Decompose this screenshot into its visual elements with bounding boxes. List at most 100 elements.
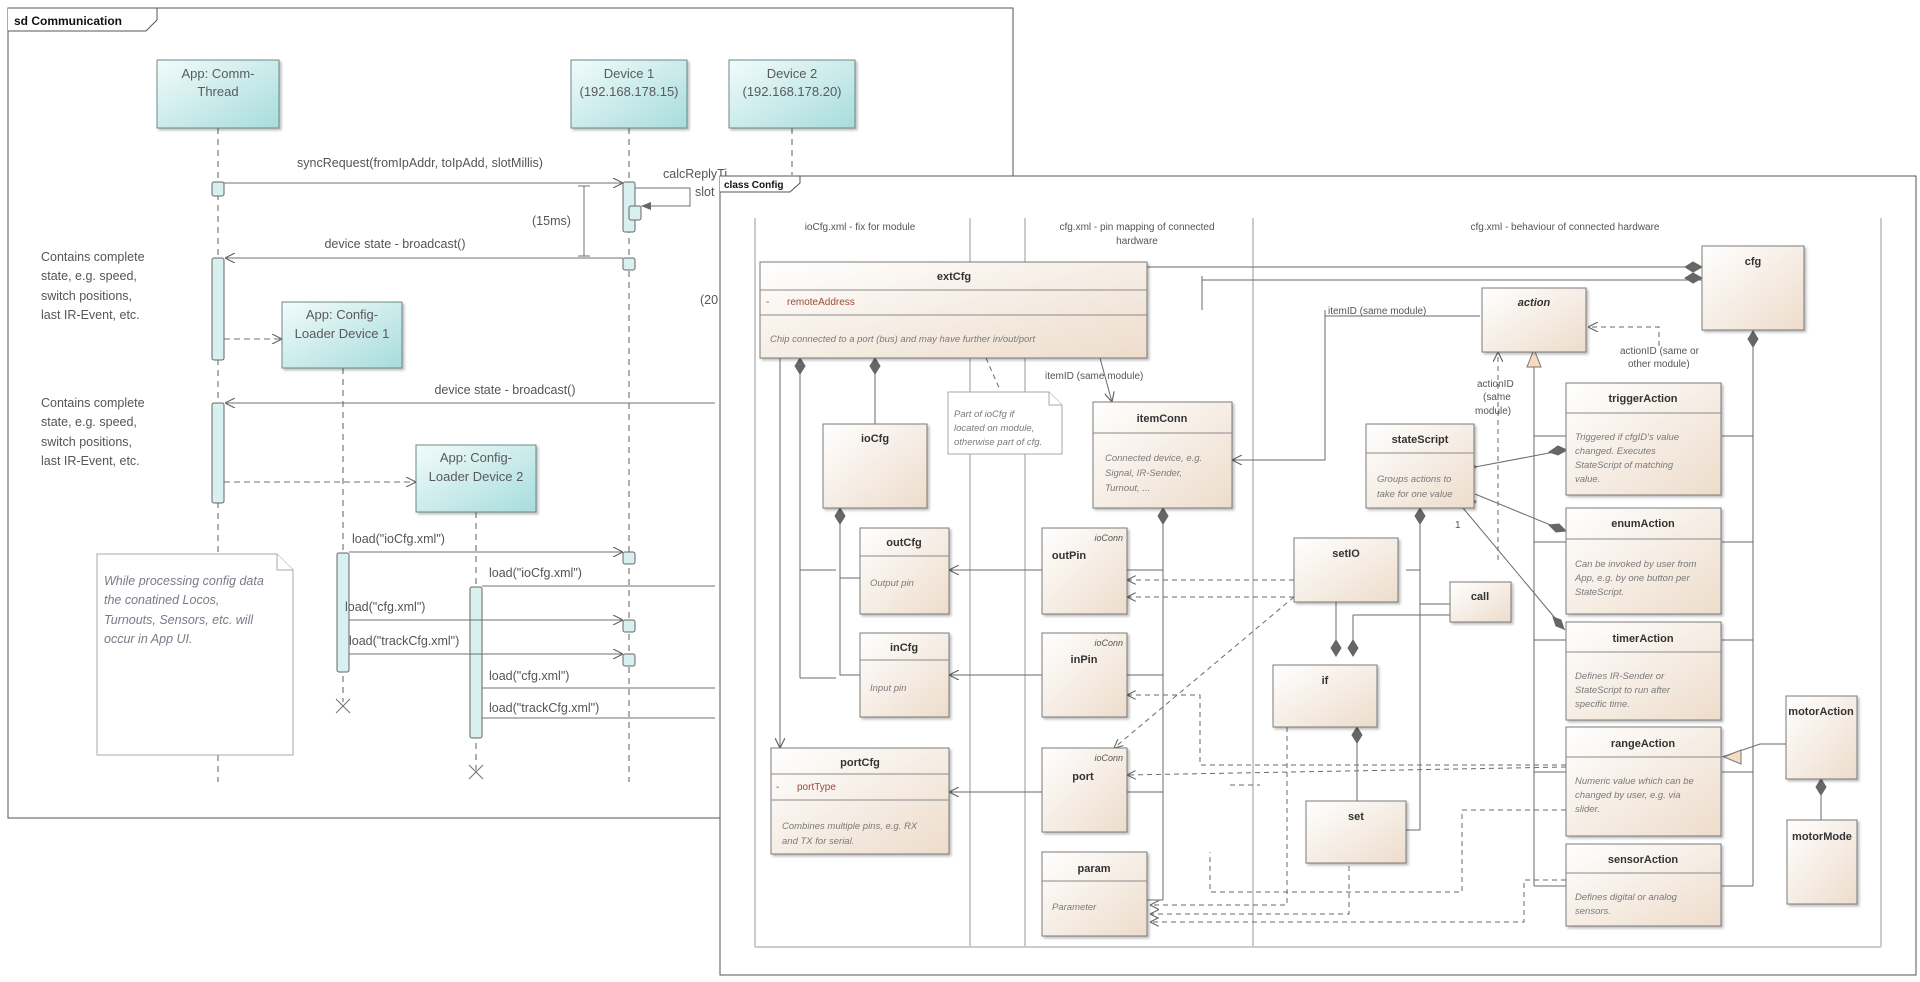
comment-line: state, e.g. speed, bbox=[41, 269, 137, 283]
class-name: call bbox=[1471, 591, 1489, 603]
association-label: itemID (same module) bbox=[1045, 371, 1143, 382]
participant-app-comm-thread: App: Comm- Thread bbox=[156, 59, 280, 129]
composition-diamond bbox=[1414, 507, 1426, 525]
class-stereotype: ioConn bbox=[1094, 533, 1123, 543]
class-name: inCfg bbox=[890, 642, 918, 654]
generalization-triangle bbox=[1526, 347, 1542, 368]
comment-line: Contains complete bbox=[41, 250, 145, 264]
dependency-arrow bbox=[1127, 766, 1567, 775]
sequence-frame-title: sd Communication bbox=[14, 14, 122, 28]
swimlane-title: ioCfg.xml - fix for module bbox=[805, 222, 916, 233]
composition-diamond bbox=[1552, 616, 1565, 630]
dependency-arrow bbox=[1150, 879, 1566, 922]
participant-label: Device 1 bbox=[604, 66, 655, 81]
message-label: slot bbox=[695, 185, 715, 199]
class-portCfg: portCfg - portType Combines multiple pin… bbox=[770, 747, 950, 855]
class-note: Numeric value which can be bbox=[1575, 776, 1694, 787]
message-label: device state - broadcast() bbox=[324, 237, 465, 251]
processing-note: While processing config data the conatin… bbox=[96, 553, 294, 756]
activation bbox=[211, 257, 225, 361]
class-set: set bbox=[1305, 800, 1407, 864]
multiplicity-label: 1 bbox=[1455, 520, 1461, 531]
class-note: Turnout, ... bbox=[1105, 483, 1150, 494]
participant-label: App: Config- bbox=[306, 307, 378, 322]
class-inCfg: inCfg Input pin bbox=[859, 632, 950, 718]
message-label: device state - broadcast() bbox=[434, 383, 575, 397]
class-note: Can be invoked by user from bbox=[1575, 559, 1697, 570]
class-note: Signal, IR-Sender, bbox=[1105, 468, 1182, 479]
comment-line: last IR-Event, etc. bbox=[41, 454, 140, 468]
message-label: calcReplyTi bbox=[663, 167, 727, 181]
dependency-arrow bbox=[1588, 327, 1660, 346]
class-note: specific time. bbox=[1575, 699, 1630, 710]
class-itemConn: itemConn Connected device, e.g. Signal, … bbox=[1092, 401, 1233, 509]
class-frame-tab bbox=[720, 175, 801, 193]
class-ioCfg: ioCfg bbox=[822, 423, 928, 509]
class-motorMode: motorMode bbox=[1786, 819, 1858, 905]
destroy-mark bbox=[468, 764, 484, 780]
class-note: value. bbox=[1575, 474, 1600, 485]
comment-line: last IR-Event, etc. bbox=[41, 308, 140, 322]
association-arrow bbox=[1099, 357, 1112, 402]
composition-diamond bbox=[1330, 639, 1342, 657]
class-note: changed. Executes bbox=[1575, 446, 1656, 457]
class-note: sensors. bbox=[1575, 906, 1611, 917]
comment-line: state, e.g. speed, bbox=[41, 415, 137, 429]
class-name: ioCfg bbox=[861, 433, 889, 445]
participant-device-2: Device 2 (192.168.178.20) bbox=[728, 59, 856, 129]
class-extCfg: extCfg - remoteAddress Chip connected to… bbox=[759, 261, 1148, 359]
class-note: StateScript of matching bbox=[1575, 460, 1674, 471]
note-line: otherwise part of cfg. bbox=[954, 437, 1042, 448]
participant-label: App: Config- bbox=[440, 450, 512, 465]
note-line: located on module, bbox=[954, 423, 1034, 434]
sequence-frame-tab bbox=[8, 7, 158, 32]
class-note: App, e.g. by one button per bbox=[1574, 573, 1690, 584]
class-diagram: class Config ioCfg.xml - fix for module … bbox=[719, 175, 1917, 976]
association-label: actionID bbox=[1477, 379, 1514, 390]
class-name: triggerAction bbox=[1608, 393, 1677, 405]
class-name: param bbox=[1077, 863, 1110, 875]
participant-label: Device 2 bbox=[767, 66, 818, 81]
class-stateScript: stateScript Groups actions to take for o… bbox=[1365, 423, 1475, 509]
message-label: load("cfg.xml") bbox=[345, 600, 425, 614]
class-name: itemConn bbox=[1137, 413, 1188, 425]
class-name: setIO bbox=[1332, 548, 1360, 560]
class-note: StateScript. bbox=[1575, 587, 1624, 598]
attribute-visibility: - bbox=[776, 782, 779, 793]
class-name: cfg bbox=[1745, 256, 1762, 268]
class-note: changed by user, e.g. via bbox=[1575, 790, 1681, 801]
class-note: Input pin bbox=[870, 683, 906, 694]
activation bbox=[622, 619, 636, 633]
class-motorAction: motorAction bbox=[1785, 695, 1858, 780]
class-outPin: ioConn outPin bbox=[1041, 527, 1128, 615]
port-note: Part of ioCfg if located on module, othe… bbox=[947, 391, 1063, 455]
composition-link bbox=[1462, 507, 1566, 631]
composition-diamond bbox=[1351, 726, 1363, 744]
state-comment: Contains complete state, e.g. speed, swi… bbox=[41, 396, 145, 468]
class-name: timerAction bbox=[1612, 633, 1673, 645]
note-line: the conatined Locos, bbox=[104, 593, 219, 607]
class-name: enumAction bbox=[1611, 518, 1675, 530]
composition-diamond bbox=[1347, 639, 1359, 657]
composition-link bbox=[839, 578, 860, 676]
participant-label: App: Comm- bbox=[182, 66, 255, 81]
class-stereotype: ioConn bbox=[1094, 753, 1123, 763]
composition-diamond bbox=[869, 357, 881, 375]
note-line: occur in App UI. bbox=[104, 632, 192, 646]
class-name: outCfg bbox=[886, 537, 921, 549]
class-note: slider. bbox=[1575, 804, 1600, 815]
class-name: inPin bbox=[1071, 654, 1098, 666]
message-label: load("ioCfg.xml") bbox=[352, 532, 445, 546]
composition-diamond bbox=[1815, 778, 1827, 796]
class-enumAction: enumAction Can be invoked by user from A… bbox=[1565, 507, 1722, 615]
class-note: Output pin bbox=[870, 578, 914, 589]
duration-label: (15ms) bbox=[532, 214, 571, 228]
class-if: if bbox=[1272, 664, 1378, 728]
class-triggerAction: triggerAction Triggered if cfgID's value… bbox=[1565, 382, 1722, 496]
participant-config-loader-1: App: Config- Loader Device 1 bbox=[281, 301, 403, 369]
class-action: action bbox=[1481, 287, 1587, 353]
class-note: Defines digital or analog bbox=[1575, 892, 1678, 903]
association-arrow bbox=[1232, 310, 1326, 460]
class-sensorAction: sensorAction Defines digital or analog s… bbox=[1565, 843, 1722, 927]
